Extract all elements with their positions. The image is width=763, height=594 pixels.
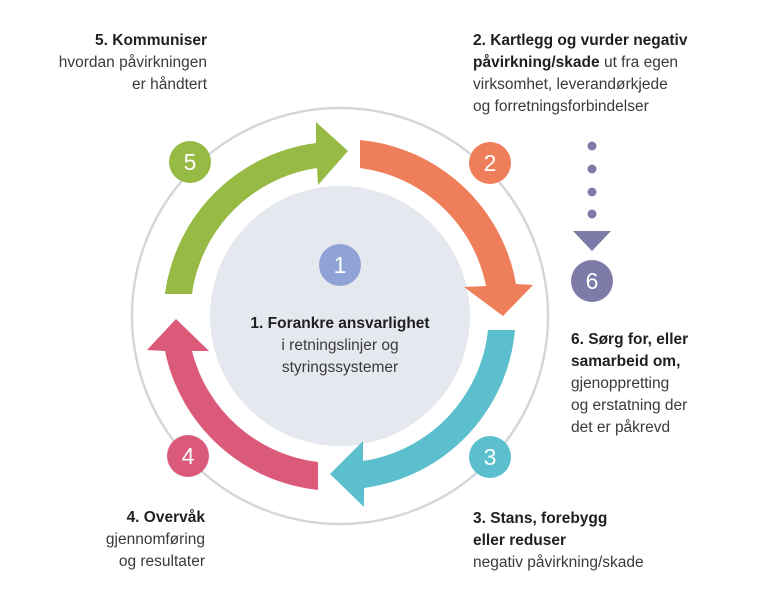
connector-arrowhead — [573, 231, 611, 251]
step-2-line-1: virksomhet, leverandørkjede — [473, 76, 668, 93]
arrow-3 — [330, 330, 515, 507]
badge-5-number: 5 — [184, 149, 197, 175]
step-2-line-2: og forretningsforbindelser — [473, 98, 649, 115]
step-3-line-1: negativ påvirkning/skade — [473, 554, 644, 571]
step-2-title-row: påvirkning/skade ut fra egen — [473, 52, 753, 74]
badge-5 — [169, 141, 211, 183]
arrow-4 — [147, 319, 318, 490]
step-6-line-1: gjenoppretting — [571, 375, 670, 392]
step-5-title: 5. Kommuniser — [95, 32, 207, 49]
badge-4 — [167, 435, 209, 477]
badge-4-number: 4 — [182, 443, 195, 469]
center-line-1: i retningslinjer og — [281, 337, 399, 354]
step-2-title-1: 2. Kartlegg og vurder negativ — [473, 32, 688, 49]
badge-3-number: 3 — [484, 444, 497, 470]
step-3-title-1: 3. Stans, forebygg — [473, 510, 608, 527]
badge-2-number: 2 — [484, 150, 497, 176]
center-label: 1. Forankre ansvarlighet i retningslinje… — [216, 313, 464, 379]
step-6-line-3: det er påkrevd — [571, 419, 671, 436]
step-3-title-2: eller reduser — [473, 532, 567, 549]
badge-6-number: 6 — [586, 268, 599, 294]
step-4-line-1: gjennomføring — [105, 531, 205, 548]
center-title: 1. Forankre ansvarlighet — [250, 315, 430, 332]
badge-6 — [571, 260, 613, 302]
step-4-title: 4. Overvåk — [126, 509, 205, 526]
step-5-line-2: er håndtert — [132, 76, 207, 93]
step-4-line-2: og resultater — [118, 553, 205, 570]
step-4-label: 4. Overvåk gjennomføring og resultater — [40, 507, 205, 573]
step-6-title-1: 6. Sørg for, eller — [571, 331, 689, 348]
step-6-title-2: samarbeid om, — [571, 353, 681, 370]
outer-ring — [130, 106, 550, 526]
dotted-connector — [587, 141, 597, 219]
badge-1 — [319, 244, 361, 286]
arrow-5 — [165, 122, 348, 294]
step-3-label: 3. Stans, forebygg eller reduser negativ… — [473, 508, 743, 574]
badge-2 — [469, 142, 511, 184]
step-5-label: 5. Kommuniser hvordan påvirkningen er hå… — [20, 30, 207, 96]
badge-3 — [469, 436, 511, 478]
step-2-label: 2. Kartlegg og vurder negativ påvirkning… — [473, 30, 753, 118]
step-2-inline-rest: ut fra egen — [599, 54, 679, 71]
center-disk — [210, 186, 470, 446]
step-6-line-2: og erstatning der — [571, 397, 688, 414]
step-2-title-2: påvirkning/skade — [473, 54, 600, 71]
badge-1-number: 1 — [334, 252, 347, 278]
center-line-2: styringssystemer — [281, 359, 399, 376]
arrow-2 — [360, 140, 533, 316]
step-5-line-1: hvordan påvirkningen — [58, 54, 207, 71]
step-6-label: 6. Sørg for, eller samarbeid om, gjenopp… — [571, 329, 751, 439]
